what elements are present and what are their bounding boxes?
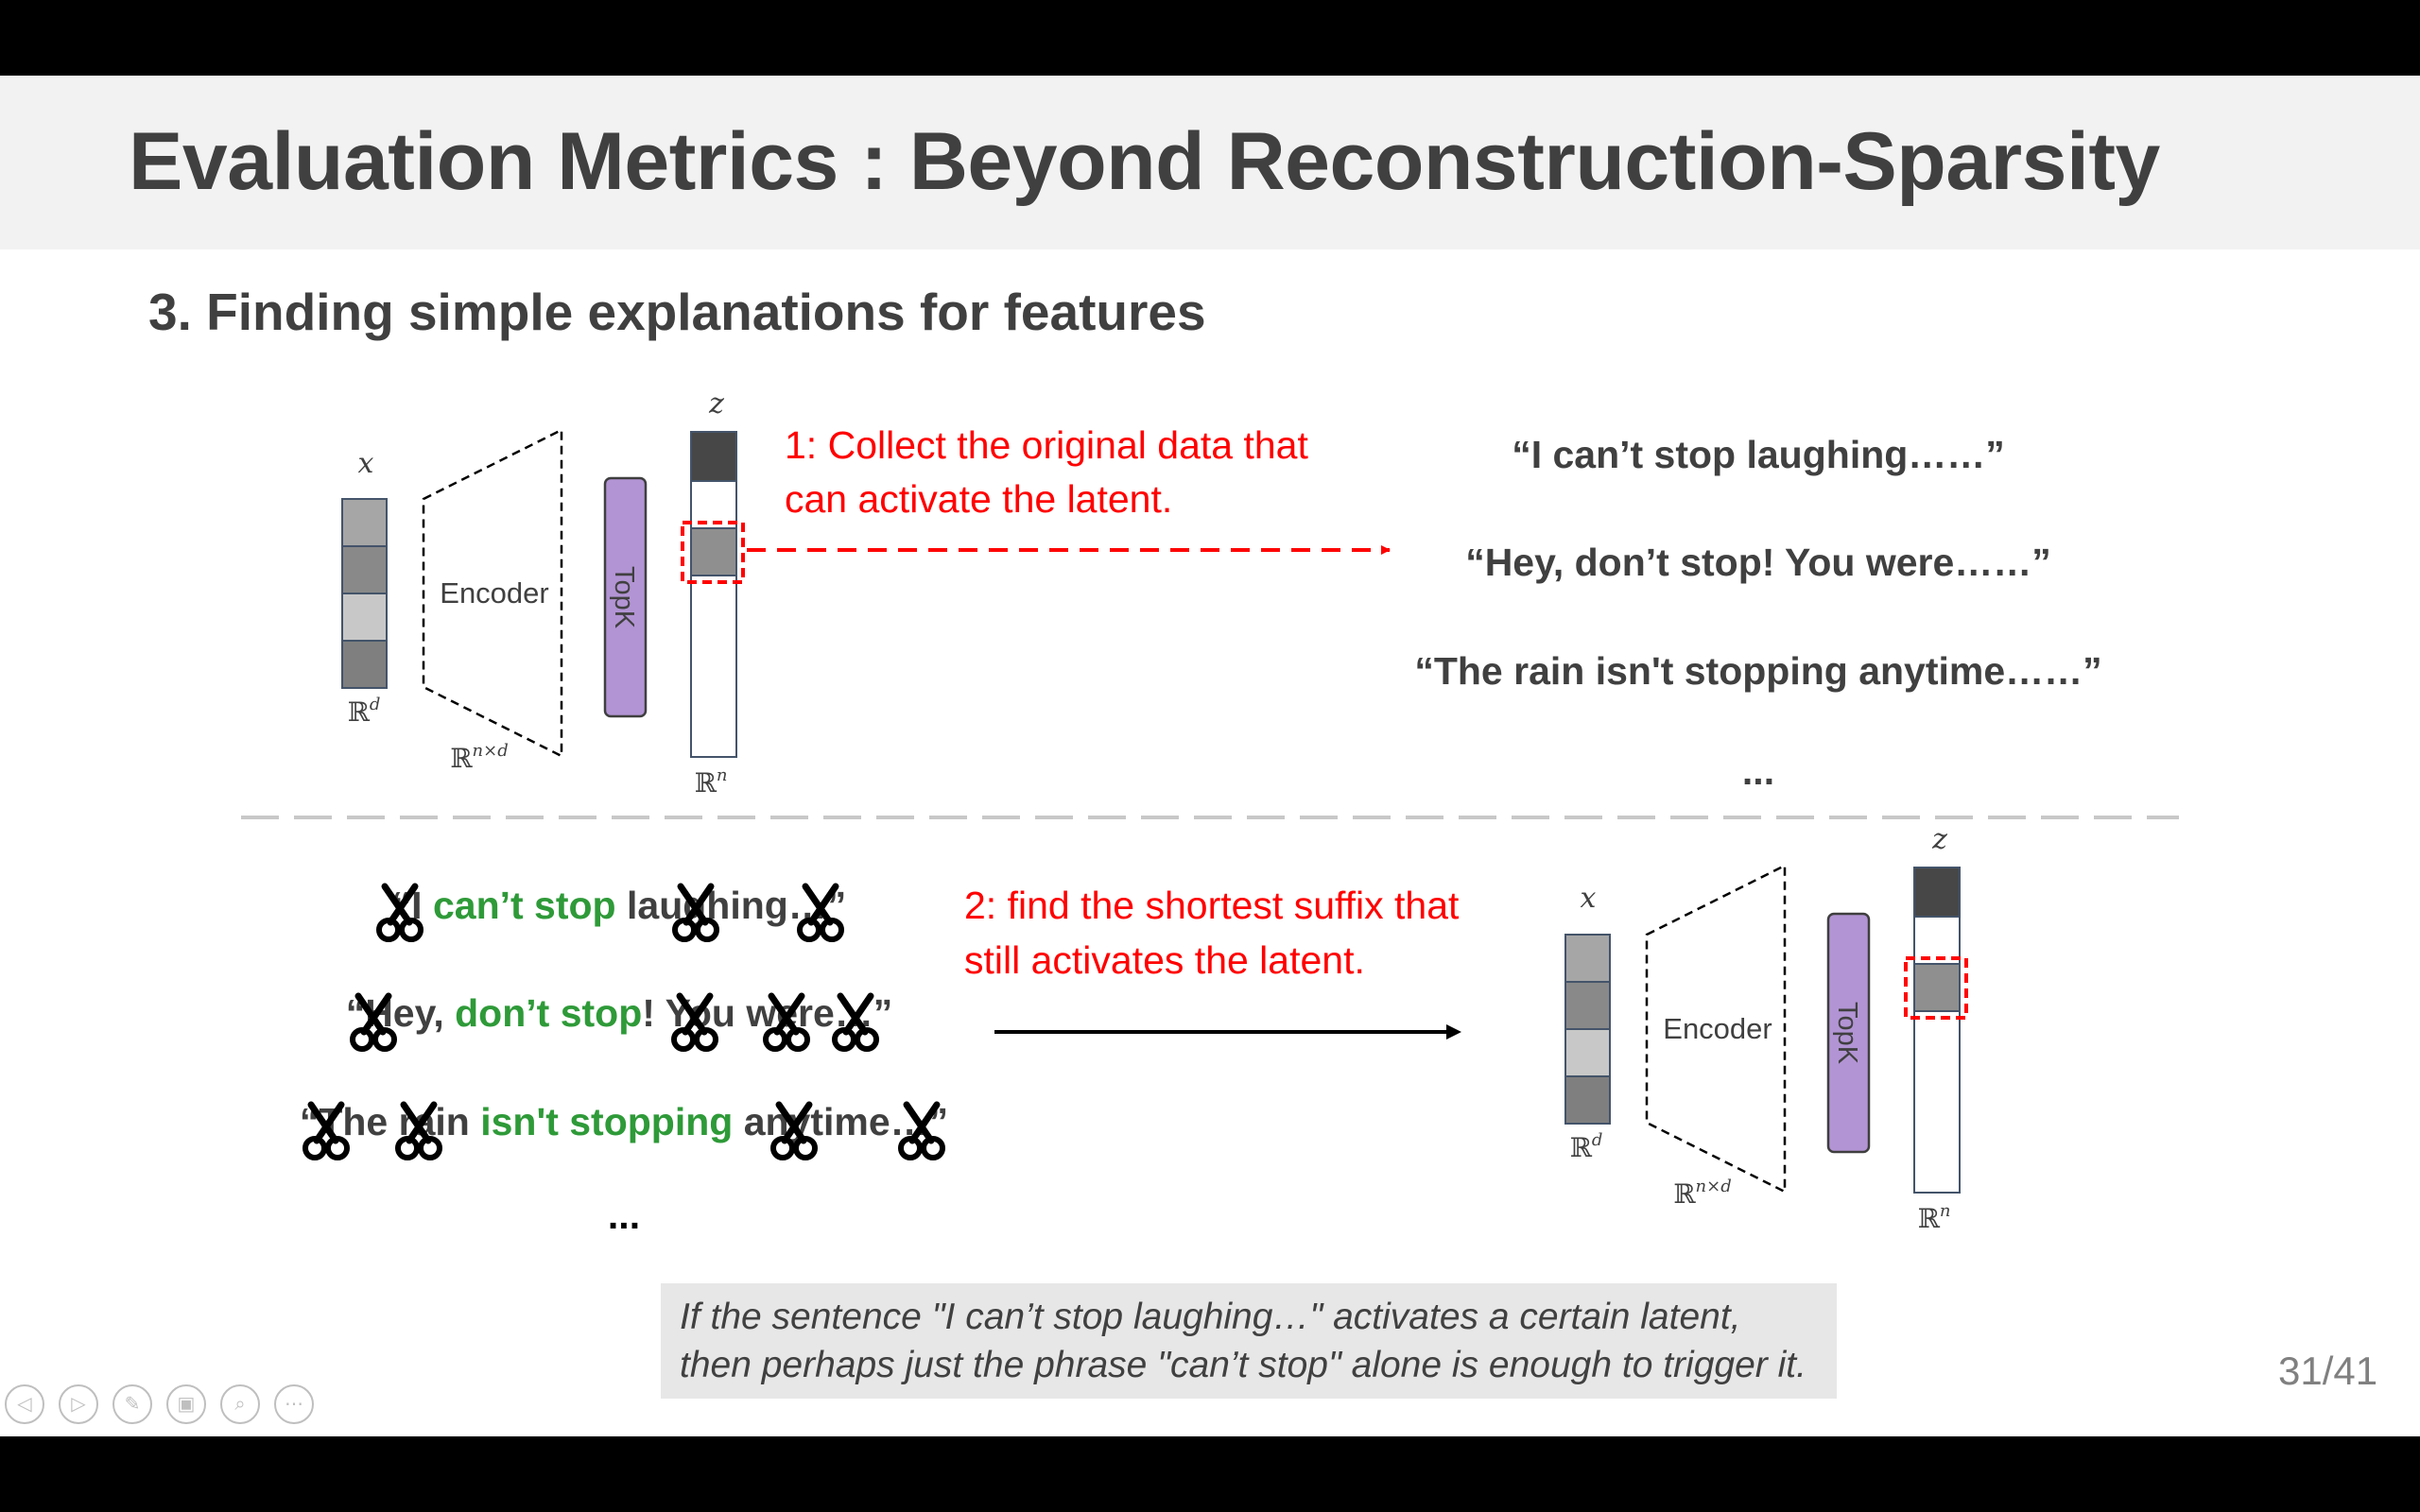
bottom-encoder-shape bbox=[1645, 863, 1787, 1194]
slide-title: Evaluation Metrics : Beyond Reconstructi… bbox=[129, 116, 2160, 207]
top-topk-block bbox=[603, 476, 648, 718]
bottom-encoder-space: ℝn×d bbox=[1673, 1177, 1731, 1210]
top-x-space: ℝd bbox=[348, 695, 381, 728]
title-band: Evaluation Metrics : Beyond Reconstructi… bbox=[0, 76, 2420, 249]
top-input-vector bbox=[341, 498, 388, 689]
bottom-topk-block bbox=[1826, 912, 1871, 1154]
slide-subtitle: 3. Finding simple explanations for featu… bbox=[148, 283, 1206, 341]
zoom-icon[interactable]: ⌕ bbox=[220, 1384, 260, 1424]
slides-icon[interactable]: ▣ bbox=[166, 1384, 206, 1424]
top-x-label: x bbox=[358, 447, 374, 480]
bottom-step-label: 2: find the shortest suffix that still a… bbox=[964, 884, 1470, 982]
bottom-latent-vector bbox=[1913, 867, 1961, 1194]
bottom-z-label: z bbox=[1931, 823, 1947, 856]
caption-box: If the sentence "I can’t stop laughing…"… bbox=[661, 1283, 1837, 1399]
top-topk-label: TopK bbox=[609, 566, 639, 629]
bottom-sentences-ellipsis: ... bbox=[608, 1194, 640, 1237]
top-z-label: z bbox=[708, 387, 724, 421]
page-number: 31/41 bbox=[2278, 1349, 2378, 1393]
bottom-topk-label: TopK bbox=[1832, 1002, 1862, 1065]
bottom-architecture: x ℝd Encoder ℝn×d TopK z ℝn bbox=[1564, 823, 1968, 1234]
bottom-input-vector bbox=[1564, 934, 1611, 1125]
bottom-encoder-label: Encoder bbox=[1663, 1012, 1772, 1045]
bottom-z-space: ℝn bbox=[1918, 1201, 1951, 1234]
top-z-space: ℝn bbox=[695, 765, 728, 799]
bottom-sentence-2: “Hey, don’t stop! You were…” bbox=[346, 991, 893, 1035]
diagram: x ℝd Encoder ℝn×d TopK z ℝn bbox=[241, 387, 2179, 1237]
top-encoder-shape bbox=[422, 427, 563, 759]
top-examples-ellipsis: ... bbox=[1742, 749, 1774, 793]
slide: Evaluation Metrics : Beyond Reconstructi… bbox=[0, 76, 2420, 1436]
prev-icon[interactable]: ◁ bbox=[5, 1384, 44, 1424]
bottom-sentence-3-part-b: isn't stopping bbox=[480, 1100, 733, 1143]
top-step-label: 1: Collect the original data that can ac… bbox=[785, 423, 1319, 521]
bottom-latent-highlight bbox=[1904, 956, 1968, 1020]
bottom-sentence-1: “I can’t stop laughing…” bbox=[392, 884, 847, 927]
pen-icon[interactable]: ✎ bbox=[112, 1384, 152, 1424]
top-example-1: “I can’t stop laughing……” bbox=[1512, 433, 2005, 476]
top-architecture: x ℝd Encoder ℝn×d TopK z ℝn bbox=[341, 387, 1391, 799]
caption-line-1: If the sentence "I can’t stop laughing…"… bbox=[680, 1297, 1741, 1337]
bottom-arrow-head bbox=[1446, 1024, 1461, 1040]
top-examples: “I can’t stop laughing……” “Hey, don’t st… bbox=[1414, 433, 2101, 793]
top-encoder-space: ℝn×d bbox=[450, 741, 508, 774]
bottom-sentence-3: “The rain isn't stopping anytime…” bbox=[300, 1100, 948, 1143]
top-example-2: “Hey, don’t stop! You were……” bbox=[1465, 541, 2051, 584]
top-latent-vector bbox=[690, 431, 737, 758]
bottom-x-label: x bbox=[1581, 882, 1597, 915]
bottom-sentence-2-part-b: don’t stop bbox=[455, 991, 642, 1035]
bottom-sentence-1-part-b: can’t stop bbox=[433, 884, 616, 927]
top-encoder-label: Encoder bbox=[440, 576, 548, 610]
top-latent-highlight bbox=[681, 521, 745, 584]
next-icon[interactable]: ▷ bbox=[59, 1384, 98, 1424]
more-icon[interactable]: ⋯ bbox=[274, 1384, 314, 1424]
top-example-3: “The rain isn't stopping anytime……” bbox=[1414, 649, 2101, 693]
caption-line-2: then perhaps just the phrase "can’t stop… bbox=[680, 1345, 1806, 1385]
bottom-x-space: ℝd bbox=[1570, 1130, 1603, 1163]
